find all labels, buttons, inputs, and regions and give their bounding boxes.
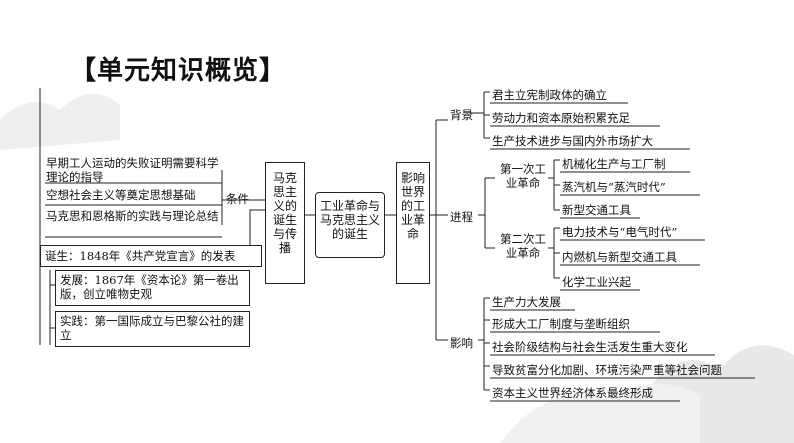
marxism-birth-box: 马克思主义的诞生与传播 bbox=[265, 162, 305, 284]
left-item-marx-engels: 马克思和恩格斯的实践与理论总结 bbox=[46, 209, 219, 223]
industrial-impact-text: 影响世界的工业革命 bbox=[401, 171, 426, 241]
page-title: 【单元知识概览】 bbox=[70, 56, 287, 86]
first-revolution-label: 第一次工业革命 bbox=[500, 162, 546, 190]
impact-item: 生产力大发展 bbox=[492, 295, 561, 309]
develop-text: 发展：1867年《资本论》第一卷出版，创立唯物史观 bbox=[60, 273, 239, 301]
background-item: 生产技术进步与国内外市场扩大 bbox=[492, 134, 653, 148]
main-topic-box: 工业革命与马克思主义的诞生 bbox=[315, 192, 385, 258]
background-item: 君主立宪制政体的确立 bbox=[492, 88, 607, 102]
impact-item: 资本主义世界经济体系最终形成 bbox=[492, 386, 653, 400]
birth-text: 诞生：1848年《共产党宣言》的发表 bbox=[45, 249, 236, 263]
left-item-utopian: 空想社会主义等奠定思想基础 bbox=[46, 188, 196, 202]
second-revolution-item: 电力技术与“电气时代” bbox=[562, 225, 678, 239]
practice-text: 实践：第一国际成立与巴黎公社的建立 bbox=[60, 314, 244, 342]
impact-item: 形成大工厂制度与垄断组织 bbox=[492, 317, 630, 331]
background-item: 劳动力和资本原始积累充足 bbox=[492, 111, 630, 125]
impact-item: 导致贫富分化加剧、环境污染严重等社会问题 bbox=[492, 363, 722, 377]
main-topic-text: 工业革命与马克思主义的诞生 bbox=[320, 199, 381, 241]
second-revolution-label: 第二次工业革命 bbox=[500, 232, 546, 260]
industrial-impact-box: 影响世界的工业革命 bbox=[396, 162, 430, 284]
impact-label: 影响 bbox=[450, 336, 473, 350]
first-revolution-item: 新型交通工具 bbox=[562, 203, 631, 217]
first-revolution-item: 蒸汽机与“蒸汽时代” bbox=[562, 180, 666, 194]
background-label: 背景 bbox=[450, 108, 473, 122]
condition-label: 条件 bbox=[226, 192, 249, 206]
second-revolution-item: 化学工业兴起 bbox=[562, 275, 631, 289]
develop-box: 发展：1867年《资本论》第一卷出版，创立唯物史观 bbox=[55, 270, 250, 306]
birth-box: 诞生：1848年《共产党宣言》的发表 bbox=[40, 245, 262, 267]
practice-box: 实践：第一国际成立与巴黎公社的建立 bbox=[55, 311, 250, 347]
left-item-early-labor: 早期工人运动的失败证明需要科学理论的指导 bbox=[46, 156, 219, 184]
second-revolution-item: 内燃机与新型交通工具 bbox=[562, 250, 677, 264]
marxism-birth-text: 马克思主义的诞生与传播 bbox=[272, 171, 297, 255]
impact-item: 社会阶级结构与社会生活发生重大变化 bbox=[492, 340, 688, 354]
process-label: 进程 bbox=[450, 210, 473, 224]
first-revolution-item: 机械化生产与工厂制 bbox=[562, 157, 666, 171]
